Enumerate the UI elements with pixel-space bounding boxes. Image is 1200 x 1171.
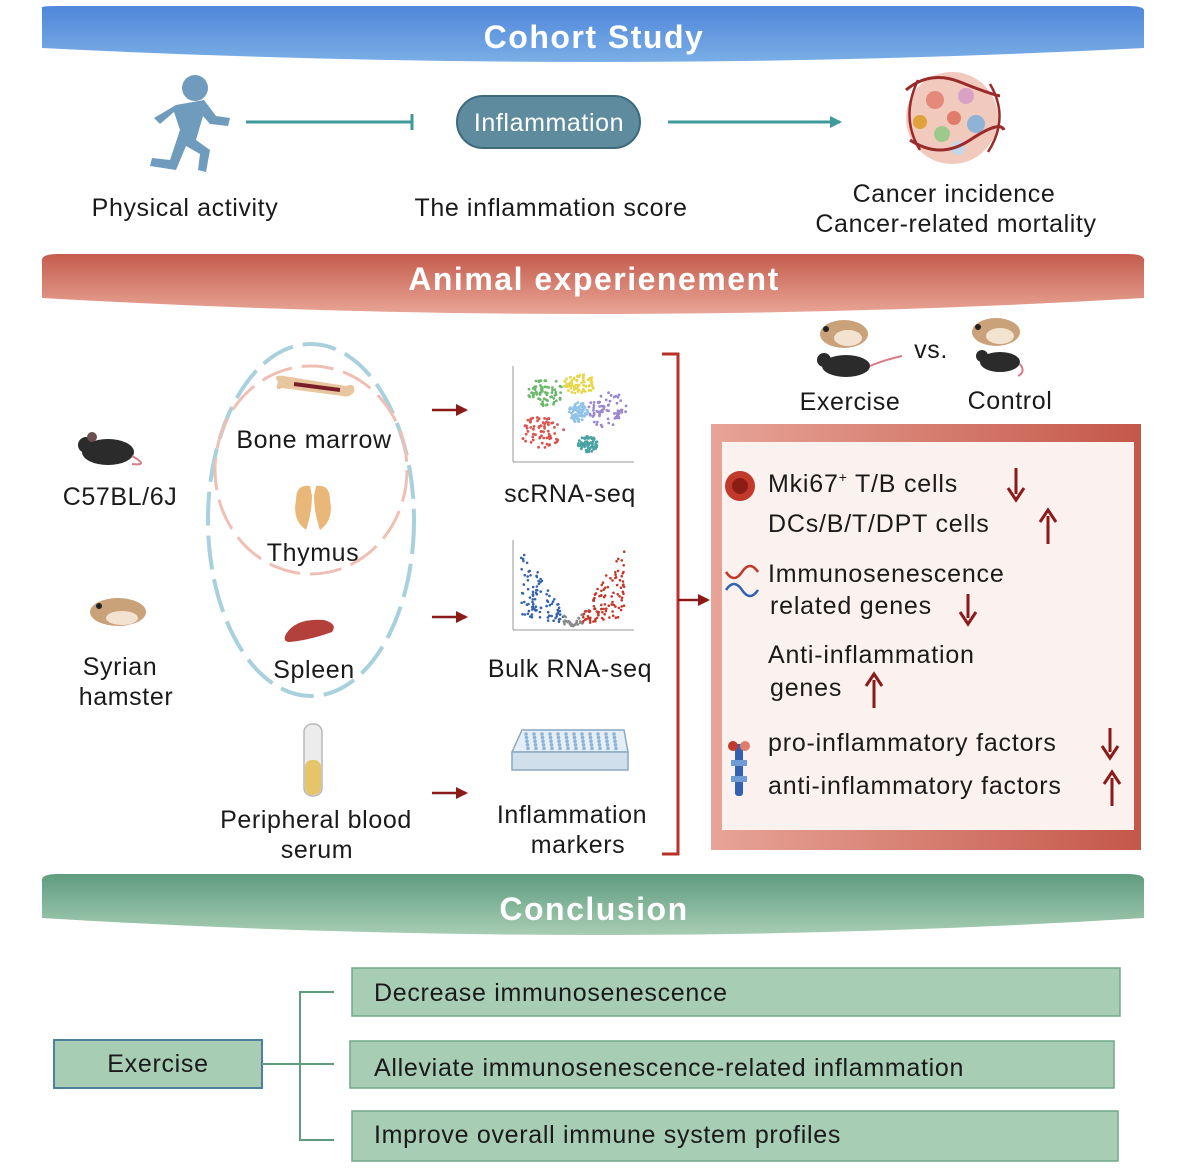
cohort-banner-title: Cohort Study — [484, 19, 705, 55]
exercise-box: Exercise — [53, 1039, 263, 1089]
conclusion-banner-title: Conclusion — [499, 891, 688, 927]
volcano-plot-icon — [512, 540, 634, 631]
inflammation-pill: Inflammation — [456, 95, 641, 149]
pro-inflammatory-result: pro-inflammatory factors — [768, 729, 1057, 757]
conclusion-item-1: Decrease immunosenescence — [351, 967, 1121, 1017]
down-arrow-icon — [958, 594, 978, 627]
conclusion-item-3: Improve overall immune system profiles — [351, 1110, 1119, 1162]
cancer-incidence-label: Cancer incidence — [853, 180, 1056, 208]
cell-icon — [725, 471, 755, 501]
inflammation-score-label: The inflammation score — [414, 194, 687, 222]
anti-inflammation-result-2: genes — [770, 674, 842, 702]
vs-label: vs. — [914, 336, 948, 364]
cancer-mortality-label: Cancer-related mortality — [815, 210, 1096, 238]
umap-plot-icon — [512, 366, 634, 463]
thymus-icon — [295, 485, 331, 530]
blood-label-2: serum — [281, 836, 353, 864]
bone-icon — [276, 375, 355, 397]
inhibition-line — [246, 114, 414, 130]
anti-inflammation-result-1: Anti-inflammation — [768, 641, 975, 669]
conclusion-item-1-label: Decrease immunosenescence — [374, 979, 728, 1007]
mki67-result: Mki67+ T/B cells — [768, 469, 958, 498]
results-box — [711, 424, 1141, 850]
blood-tube-icon — [303, 723, 323, 797]
up-arrow-icon — [864, 671, 884, 708]
anti-inflammatory-result: anti-inflammatory factors — [768, 772, 1062, 800]
strain-mouse-label: C57BL/6J — [63, 483, 178, 511]
methods-bracket — [662, 352, 680, 856]
mouse-icon — [817, 353, 903, 377]
up-arrow-icon — [1038, 507, 1058, 544]
well-plate-icon — [510, 729, 629, 771]
conclusion-item-2-label: Alleviate immunosenescence-related infla… — [374, 1054, 964, 1082]
animal-banner-title: Animal experienement — [408, 261, 779, 297]
conclusion-item-3-label: Improve overall immune system profiles — [374, 1121, 841, 1149]
mouse-icon — [976, 350, 1024, 377]
blood-label-1: Peripheral blood — [220, 806, 412, 834]
spleen-label: Spleen — [273, 656, 354, 684]
organ-group-outer — [206, 342, 416, 698]
conclusion-connector — [262, 991, 334, 1141]
inflammation-pill-label: Inflammation — [474, 109, 624, 137]
dna-icon — [724, 564, 760, 598]
control-label: Control — [968, 387, 1053, 415]
strain-hamster-label-1: Syrian — [83, 653, 157, 681]
exercise-box-label: Exercise — [107, 1050, 208, 1078]
hamster-icon — [90, 598, 146, 626]
spleen-icon — [284, 619, 334, 642]
cohort-banner: Cohort Study — [41, 6, 1145, 62]
physical-activity-label: Physical activity — [92, 194, 279, 222]
bulk-label: Bulk RNA-seq — [488, 655, 652, 683]
strain-hamster-label-2: hamster — [79, 683, 174, 711]
bone-marrow-label: Bone marrow — [236, 426, 392, 454]
conclusion-item-2: Alleviate immunosenescence-related infla… — [349, 1040, 1115, 1089]
organ-group-inner — [213, 364, 409, 576]
hamster-icon — [820, 320, 868, 348]
up-arrow-icon — [1102, 769, 1122, 806]
immunosenescence-result-1: Immunosenescence — [768, 560, 1005, 588]
receptor-icon — [728, 741, 750, 796]
hamster-icon — [972, 318, 1020, 346]
conclusion-banner: Conclusion — [41, 874, 1145, 935]
thymus-label: Thymus — [267, 539, 360, 567]
exercise-label: Exercise — [800, 388, 901, 416]
mouse-icon — [78, 432, 142, 466]
dcs-result: DCs/B/T/DPT cells — [768, 510, 990, 538]
markers-label-2: markers — [531, 831, 625, 859]
down-arrow-icon — [1100, 728, 1120, 761]
down-arrow-icon — [1006, 468, 1026, 503]
animal-banner: Animal experienement — [41, 254, 1145, 314]
tumor-icon — [905, 72, 1006, 164]
running-person-icon — [150, 75, 230, 172]
immunosenescence-result-2: related genes — [770, 592, 932, 620]
markers-label-1: Inflammation — [497, 801, 647, 829]
scrna-label: scRNA-seq — [504, 480, 636, 508]
